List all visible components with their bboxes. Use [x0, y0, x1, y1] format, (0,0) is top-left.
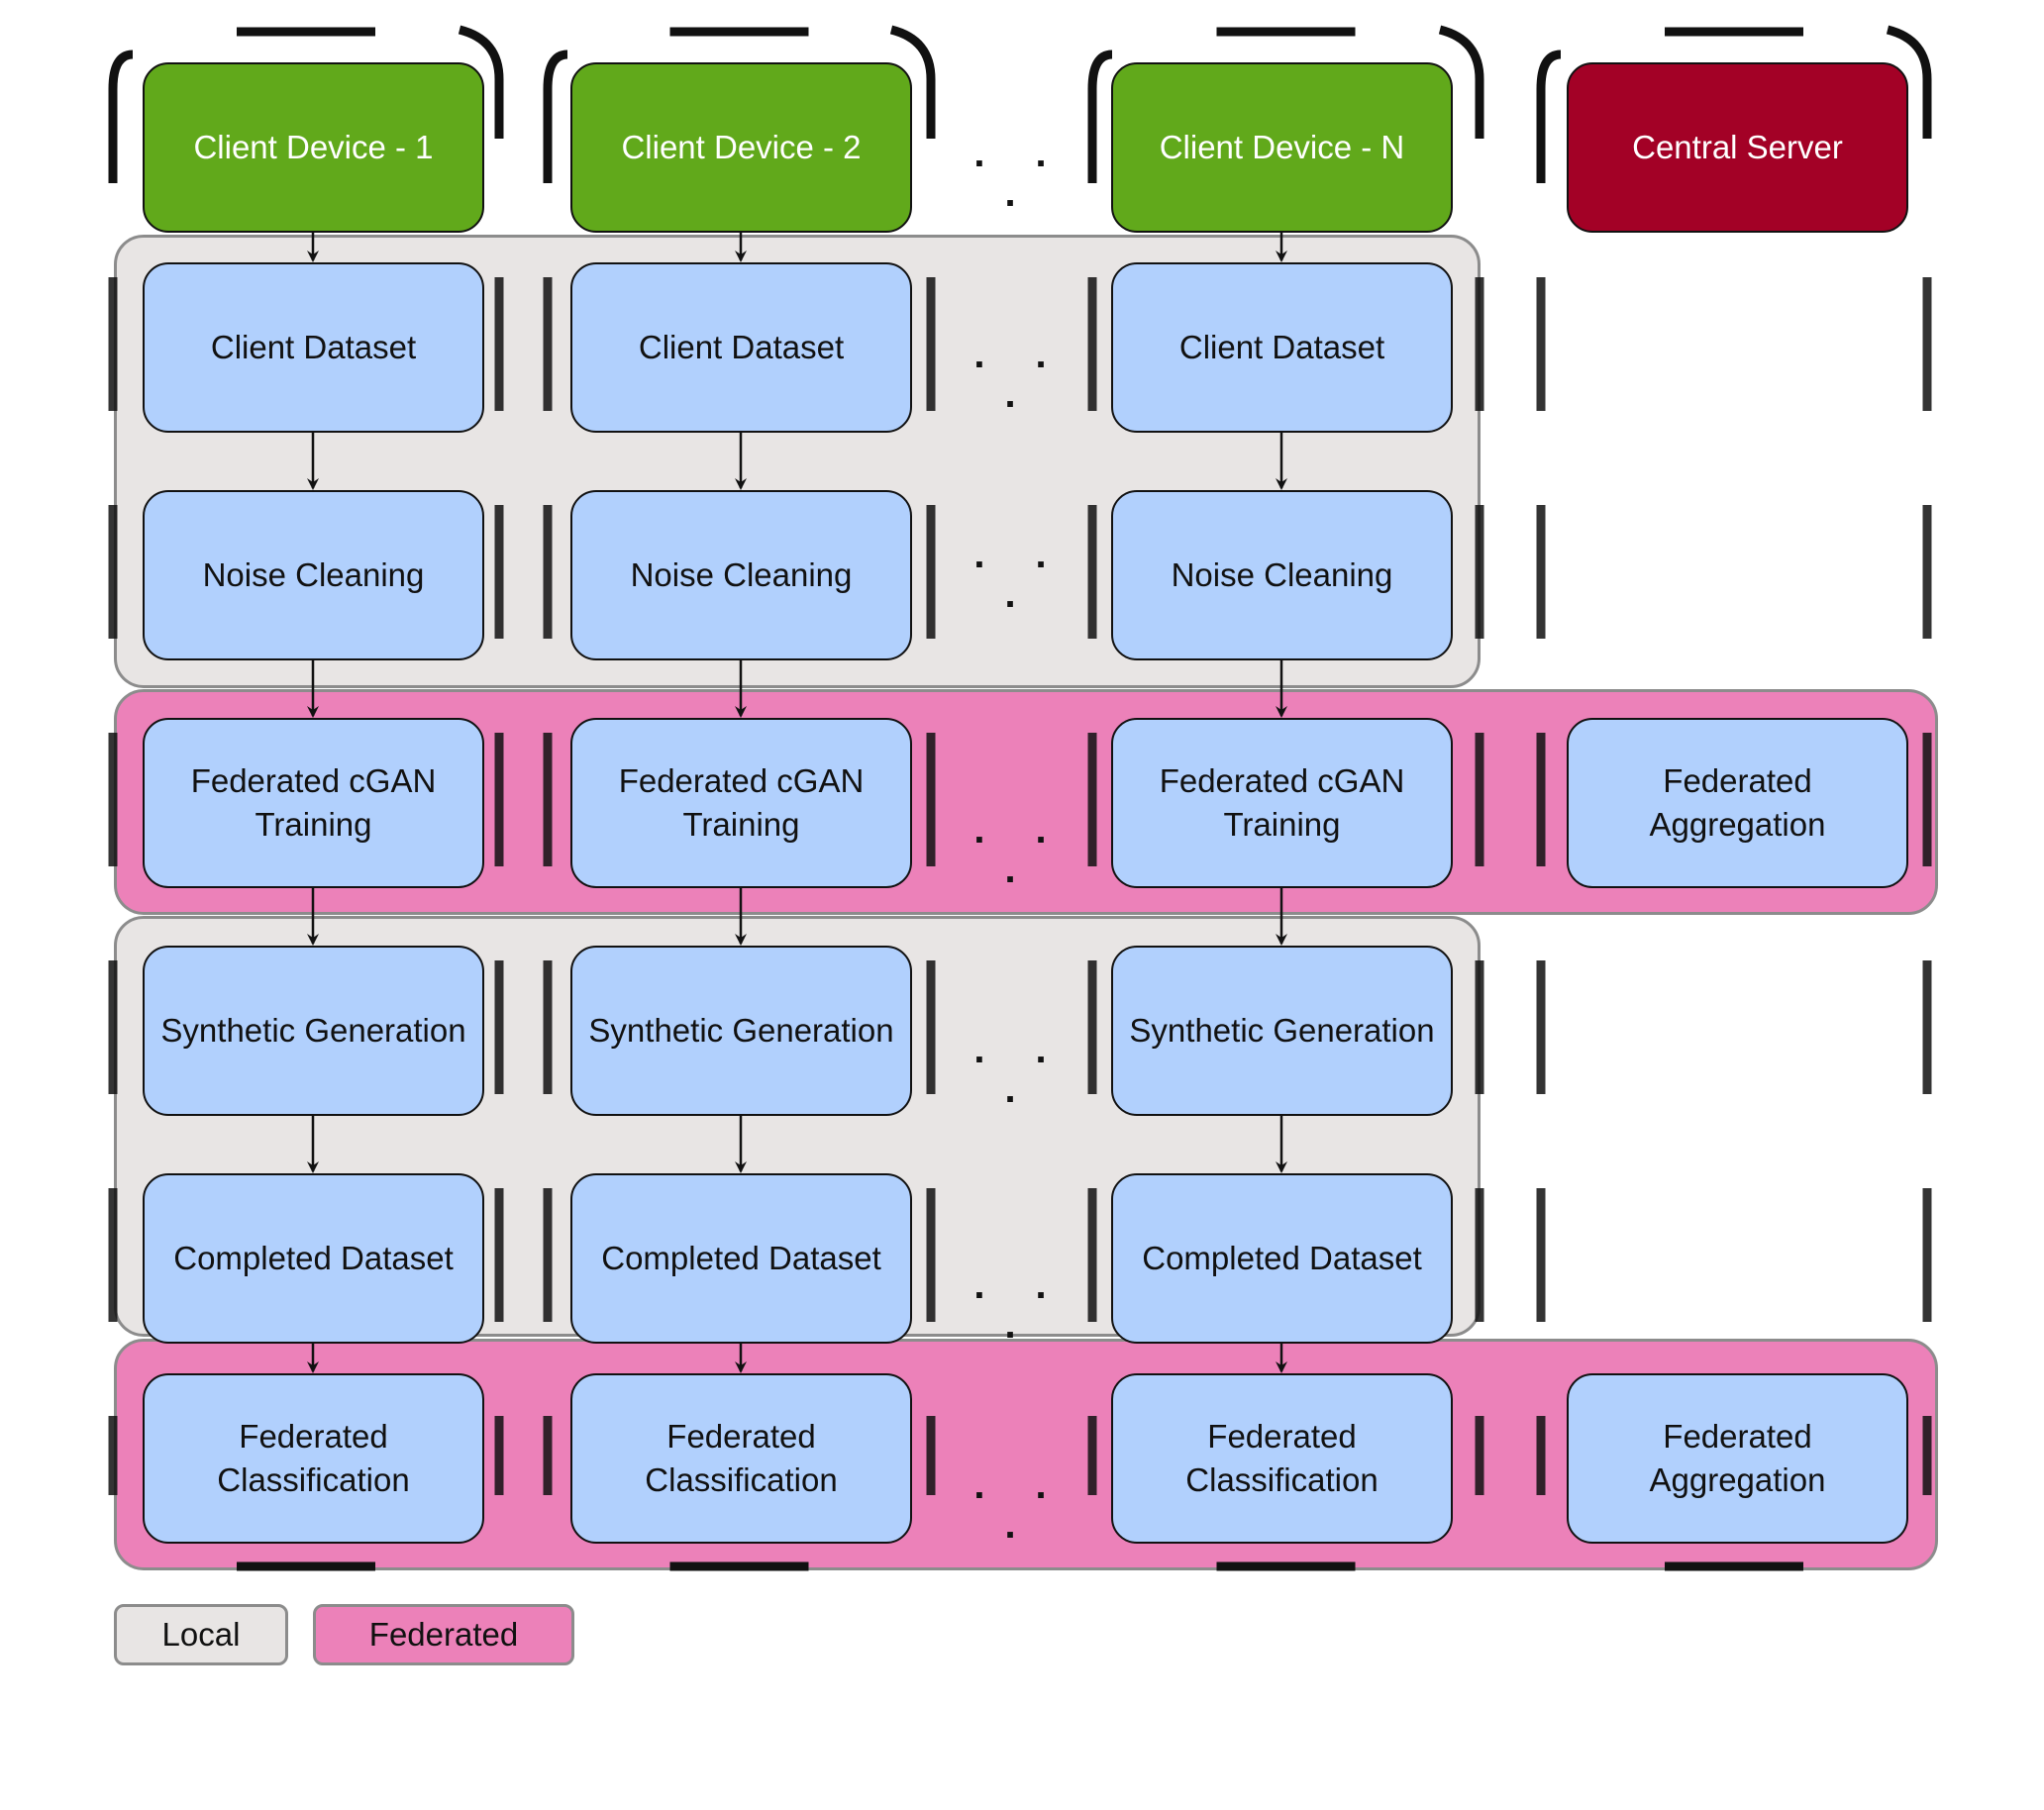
client-2-step-federated-classification: Federated Classification: [570, 1373, 912, 1544]
server-step-federated-aggregation-training: Federated Aggregation: [1567, 718, 1908, 888]
client-1-step-noise-cleaning: Noise Cleaning: [143, 490, 484, 660]
client-2-step-noise-cleaning: Noise Cleaning: [570, 490, 912, 660]
ellipsis-row-4: . . .: [973, 1028, 1067, 1111]
client-2-step-synthetic-generation: Synthetic Generation: [570, 946, 912, 1116]
client-n-step-federated-classification: Federated Classification: [1111, 1373, 1453, 1544]
client-n-step-federated-cgan-training: Federated cGAN Training: [1111, 718, 1453, 888]
client-device-1-header: Client Device - 1: [143, 62, 484, 233]
client-device-n-header: Client Device - N: [1111, 62, 1453, 233]
ellipsis-header-row: . . .: [973, 132, 1067, 215]
bracket-top-arc-col4: [1536, 25, 1932, 183]
ellipsis-row-2: . . .: [973, 533, 1067, 616]
client-n-step-completed-dataset: Completed Dataset: [1111, 1173, 1453, 1344]
ellipsis-row-6: . . .: [973, 1463, 1067, 1547]
legend-federated: Federated: [313, 1604, 574, 1665]
central-server-header: Central Server: [1567, 62, 1908, 233]
client-2-step-client-dataset: Client Dataset: [570, 262, 912, 433]
ellipsis-row-5: . . .: [973, 1263, 1067, 1347]
bracket-top-arc-col3: [1087, 25, 1484, 183]
client-1-step-completed-dataset: Completed Dataset: [143, 1173, 484, 1344]
column-brackets: [108, 25, 1932, 1571]
client-1-step-synthetic-generation: Synthetic Generation: [143, 946, 484, 1116]
flow-arrows: [307, 233, 1287, 1373]
legend-local: Local: [114, 1604, 288, 1665]
client-1-step-federated-cgan-training: Federated cGAN Training: [143, 718, 484, 888]
server-step-federated-aggregation-classification: Federated Aggregation: [1567, 1373, 1908, 1544]
ellipsis-row-1: . . .: [973, 333, 1067, 416]
bracket-top-arc-col2: [543, 25, 936, 183]
client-device-2-header: Client Device - 2: [570, 62, 912, 233]
client-2-step-federated-cgan-training: Federated cGAN Training: [570, 718, 912, 888]
client-n-step-client-dataset: Client Dataset: [1111, 262, 1453, 433]
ellipsis-row-3: . . .: [973, 808, 1067, 891]
bracket-top-arc-col1: [108, 25, 504, 183]
client-n-step-synthetic-generation: Synthetic Generation: [1111, 946, 1453, 1116]
client-n-step-noise-cleaning: Noise Cleaning: [1111, 490, 1453, 660]
client-1-step-federated-classification: Federated Classification: [143, 1373, 484, 1544]
client-1-step-client-dataset: Client Dataset: [143, 262, 484, 433]
client-2-step-completed-dataset: Completed Dataset: [570, 1173, 912, 1344]
